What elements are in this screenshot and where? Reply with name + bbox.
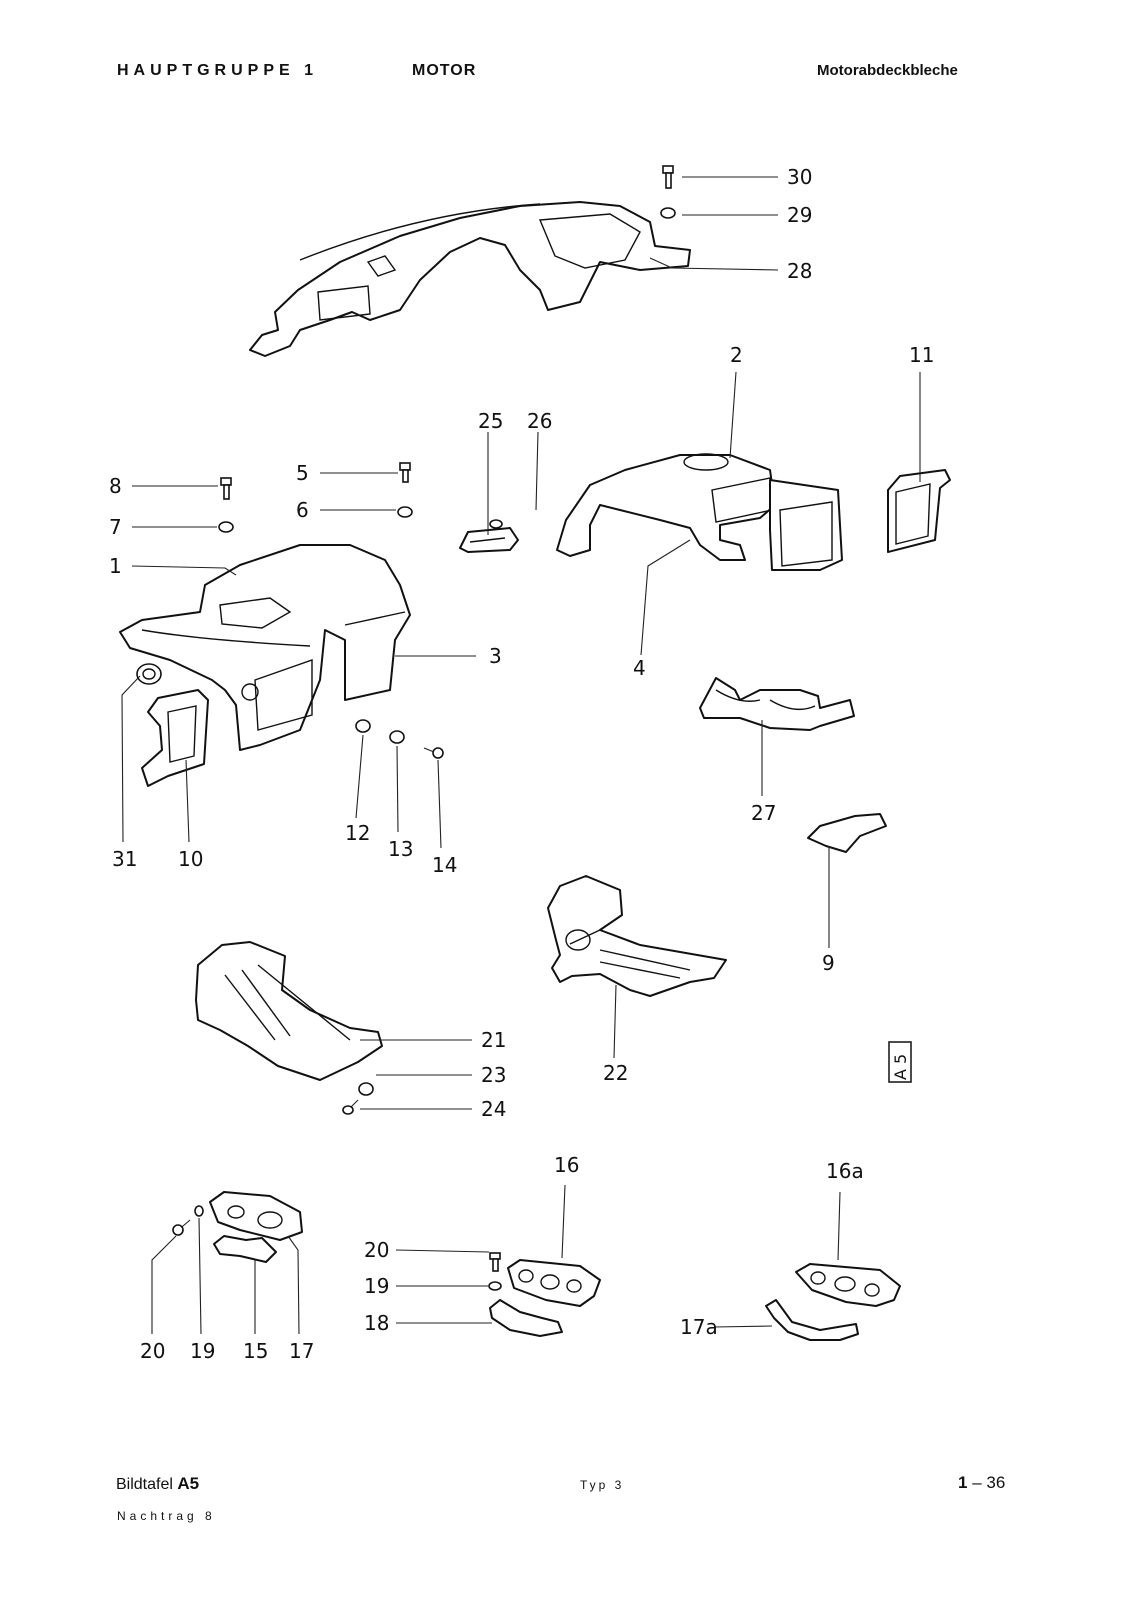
callout-4: 4 [633, 656, 646, 680]
part-24-screw [342, 1099, 359, 1115]
part-31-seal [136, 663, 162, 685]
callout-28: 28 [787, 259, 812, 283]
part-11-plate [887, 469, 951, 553]
part-18-clamp [489, 1299, 563, 1337]
callout-20-mid: 20 [364, 1238, 389, 1262]
callout-24: 24 [481, 1097, 506, 1121]
part-11-detail [895, 483, 931, 545]
callout-12: 12 [345, 821, 370, 845]
callout-30: 30 [787, 165, 812, 189]
part-20-screw-a [172, 1219, 191, 1236]
callout-10: 10 [178, 847, 203, 871]
part-12-washer [355, 719, 371, 733]
part-27-detail [715, 689, 816, 711]
part-14-screw [423, 747, 444, 759]
footer-page-number: 36 [986, 1473, 1006, 1492]
callout-21: 21 [481, 1028, 506, 1052]
part-15-clamp [213, 1235, 277, 1263]
footer-page: 1 – 36 [958, 1473, 1005, 1493]
callout-1: 1 [109, 554, 122, 578]
part-29-washer [660, 207, 676, 219]
part-10-plate [141, 689, 209, 787]
part-28-upper-cover [249, 201, 691, 357]
part-17-flange [209, 1191, 303, 1241]
callout-16: 16 [554, 1153, 579, 1177]
footer-page-chapter: 1 [958, 1473, 968, 1492]
part-16-flange [507, 1259, 601, 1307]
callout-18: 18 [364, 1311, 389, 1335]
part-17a-bracket [765, 1299, 859, 1341]
callout-20-left: 20 [140, 1339, 165, 1363]
part-26-nut [489, 519, 503, 529]
part-2-4-shroud [556, 453, 843, 571]
callout-31: 31 [112, 847, 137, 871]
part-5-screw [399, 462, 411, 483]
part-23-washer [358, 1082, 374, 1096]
part-19-washer-a [194, 1205, 204, 1217]
part-30-screw [662, 165, 674, 189]
part-8-screw [220, 477, 232, 500]
callout-27: 27 [751, 801, 776, 825]
callout-13: 13 [388, 837, 413, 861]
callout-22: 22 [603, 1061, 628, 1085]
part-10-detail [167, 705, 197, 763]
callout-19-left: 19 [190, 1339, 215, 1363]
callout-3: 3 [489, 644, 502, 668]
part-22-plate [547, 875, 727, 997]
callout-17: 17 [289, 1339, 314, 1363]
callout-25: 25 [478, 409, 503, 433]
plate-reference-label: A 5 [891, 1054, 910, 1080]
group-name-heading: MOTOR [412, 62, 477, 79]
footer-plate-label: Bildtafel [116, 1476, 173, 1493]
part-21-plate [195, 941, 383, 1081]
callout-8: 8 [109, 474, 122, 498]
footer-supplement: Nachtrag 8 [117, 1509, 216, 1523]
part-16a-flange [795, 1263, 901, 1307]
footer-plate-id: A5 [177, 1474, 200, 1493]
callout-14: 14 [432, 853, 457, 877]
callout-29: 29 [787, 203, 812, 227]
callout-6: 6 [296, 498, 309, 522]
callout-19-mid: 19 [364, 1274, 389, 1298]
callout-2: 2 [730, 343, 743, 367]
part-31-seal-inner [142, 668, 156, 680]
part-20-screw-b [489, 1252, 501, 1272]
main-group-heading: HAUPTGRUPPE 1 [117, 62, 319, 79]
leader-lines [121, 176, 921, 1335]
callout-15: 15 [243, 1339, 268, 1363]
callout-17a: 17a [680, 1315, 718, 1339]
callout-23: 23 [481, 1063, 506, 1087]
part-19-washer-b [488, 1281, 502, 1291]
callout-11: 11 [909, 343, 934, 367]
part-7-washer [218, 521, 234, 533]
footer-plate: Bildtafel A5 [116, 1474, 199, 1494]
part-1-3-shroud [119, 544, 411, 751]
callout-7: 7 [109, 515, 122, 539]
section-title: Motorabdeckbleche [817, 62, 958, 79]
part-13-washer [389, 730, 405, 744]
callout-16a: 16a [826, 1159, 864, 1183]
plate-reference-box: A 5 [888, 1041, 912, 1083]
footer-page-sep: – [972, 1473, 982, 1492]
part-25-clip [459, 527, 519, 553]
part-9-bracket [807, 813, 887, 853]
callout-labels: 30 29 28 2 11 25 26 8 7 1 5 6 3 4 27 12 … [109, 165, 934, 1363]
callout-9: 9 [822, 951, 835, 975]
footer-type: Typ 3 [580, 1478, 625, 1492]
callout-5: 5 [296, 461, 309, 485]
callout-26: 26 [527, 409, 552, 433]
part-6-washer [397, 506, 413, 518]
